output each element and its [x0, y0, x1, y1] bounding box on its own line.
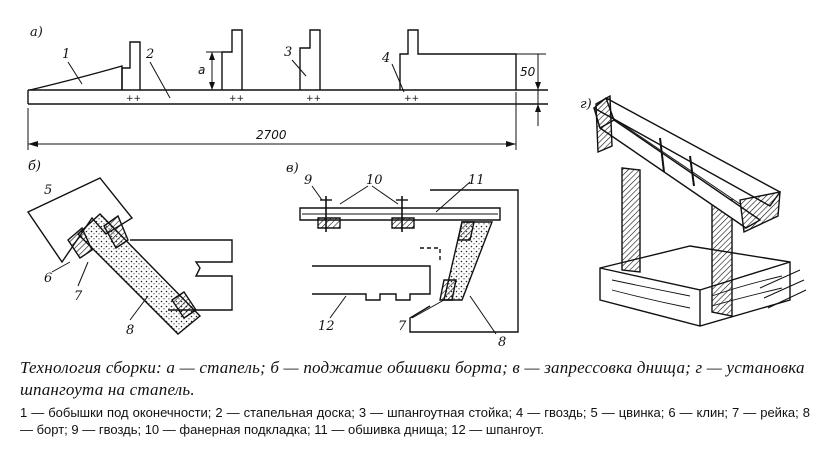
assembly-drawing: ++ ++ ++ ++ а) 1 2 3 4 2700 50 a	[26, 25, 807, 350]
label-8: 8	[126, 323, 134, 338]
dimension-height: 50	[520, 65, 536, 79]
label-10: 10	[366, 173, 383, 188]
panel-v-label: в)	[286, 161, 299, 176]
label-7-v: 7	[398, 319, 407, 334]
figure-caption: Технология сборки: а — стапель; б — подж…	[20, 358, 805, 399]
label-3: 3	[284, 45, 292, 60]
panel-g-label: г)	[580, 97, 592, 112]
dimension-a: a	[198, 63, 205, 77]
svg-text:++: ++	[126, 94, 141, 104]
label-7: 7	[74, 289, 83, 304]
label-5: 5	[44, 183, 52, 198]
label-9: 9	[304, 173, 312, 188]
panel-g-frame-on-slipway	[592, 94, 807, 327]
label-4: 4	[381, 51, 390, 66]
panel-b-label: б)	[28, 159, 41, 174]
figure-legend: 1 — бобышки под оконечности; 2 — стапель…	[20, 405, 810, 437]
panel-a-label: а)	[30, 25, 43, 40]
panel-v-bottom-pressing	[299, 181, 519, 335]
label-1: 1	[62, 47, 70, 62]
svg-text:++: ++	[229, 94, 244, 104]
label-6: 6	[44, 271, 52, 286]
dimension-length: 2700	[256, 128, 287, 142]
panel-b-side-pressing	[26, 177, 233, 335]
label-8-v: 8	[498, 335, 506, 350]
label-2: 2	[145, 47, 154, 62]
svg-text:++: ++	[404, 94, 419, 104]
svg-text:++: ++	[306, 94, 321, 104]
label-11: 11	[468, 173, 485, 188]
label-12: 12	[318, 319, 335, 334]
panel-a-slipway: ++ ++ ++ ++	[27, 29, 548, 150]
